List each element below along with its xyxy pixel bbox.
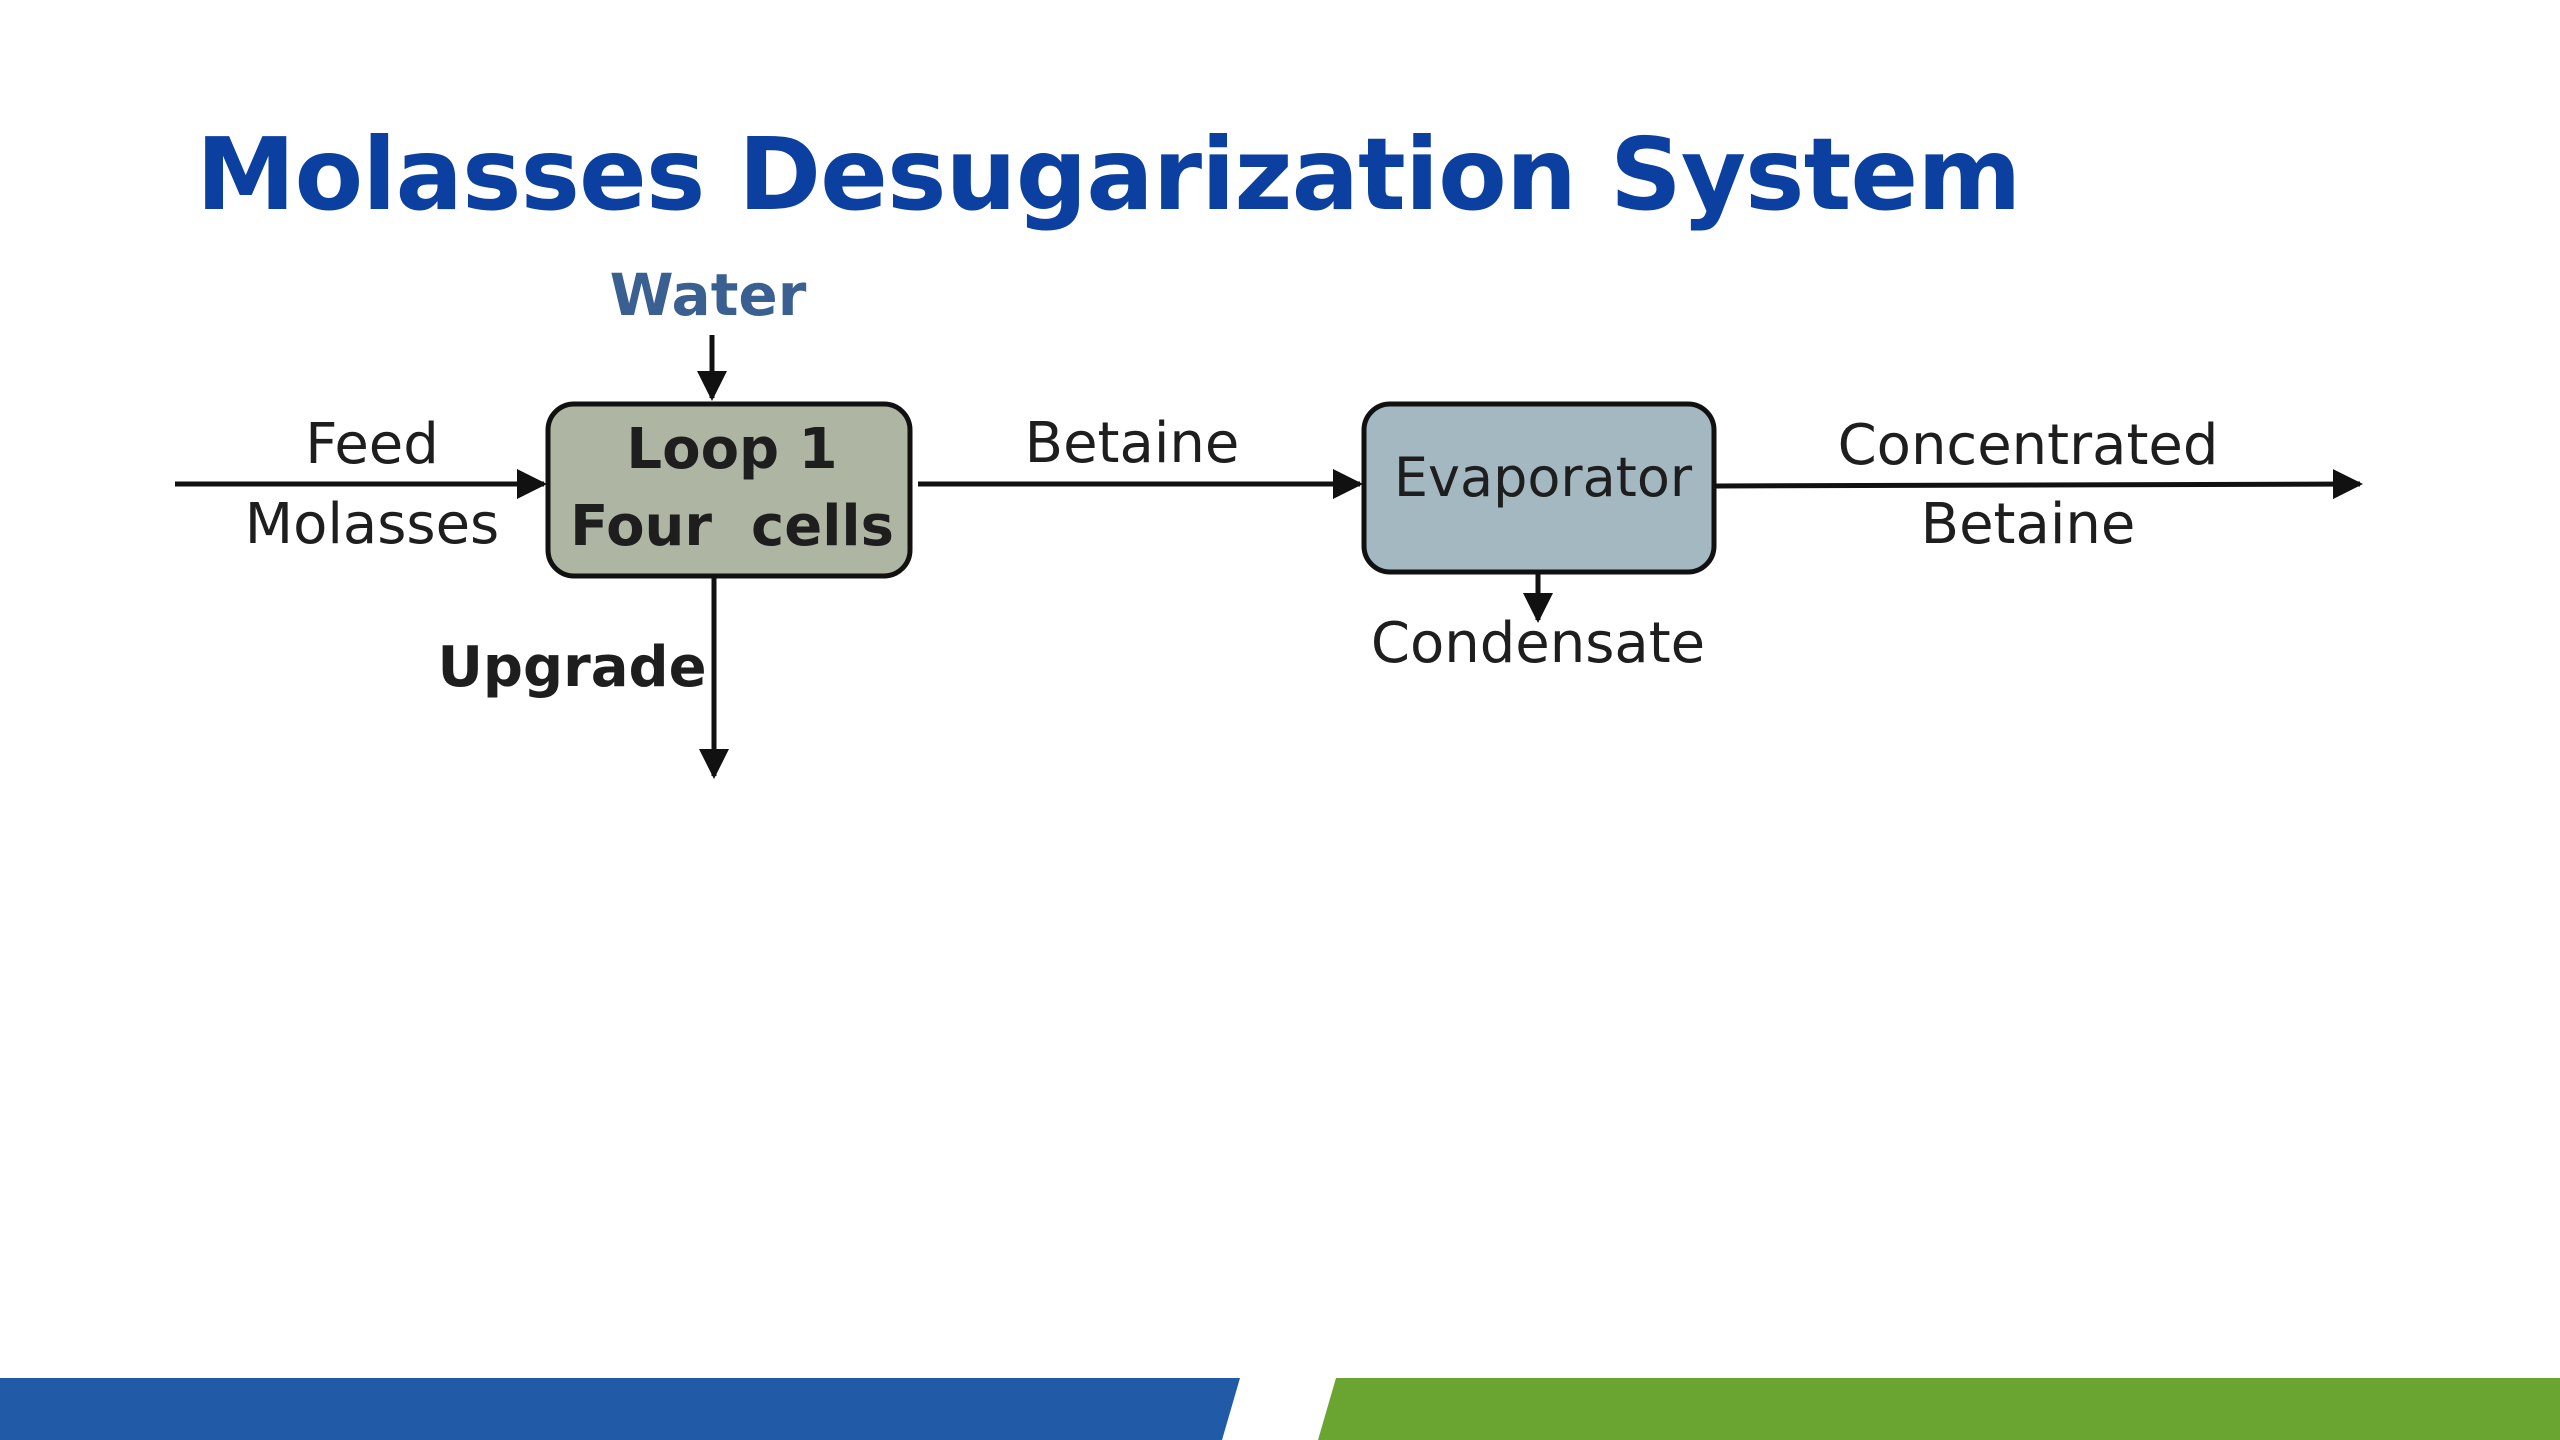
four-cells-label: Four cells — [570, 494, 894, 559]
upgrade-label: Upgrade — [437, 635, 706, 700]
slide-title: Molasses Desugarization System — [196, 116, 2021, 233]
loop-1-label: Loop 1 — [626, 417, 837, 482]
concentrated-label: Concentrated — [1838, 413, 2219, 478]
betaine-label: Betaine — [1025, 411, 1240, 476]
concentrated-betaine-arrow — [1715, 469, 2363, 500]
molasses-label: Molasses — [245, 492, 499, 557]
footer-green-bar — [1318, 1378, 2560, 1440]
water-label: Water — [610, 261, 807, 329]
evaporator-label: Evaporator — [1394, 446, 1693, 509]
concentrated-betaine-label: Betaine — [1921, 492, 2136, 557]
loop-1-box — [545, 401, 913, 579]
condensate-label: Condensate — [1371, 611, 1705, 676]
footer-blue-bar — [0, 1378, 1240, 1440]
feed-label: Feed — [305, 412, 439, 477]
evaporator-box — [1361, 401, 1717, 575]
